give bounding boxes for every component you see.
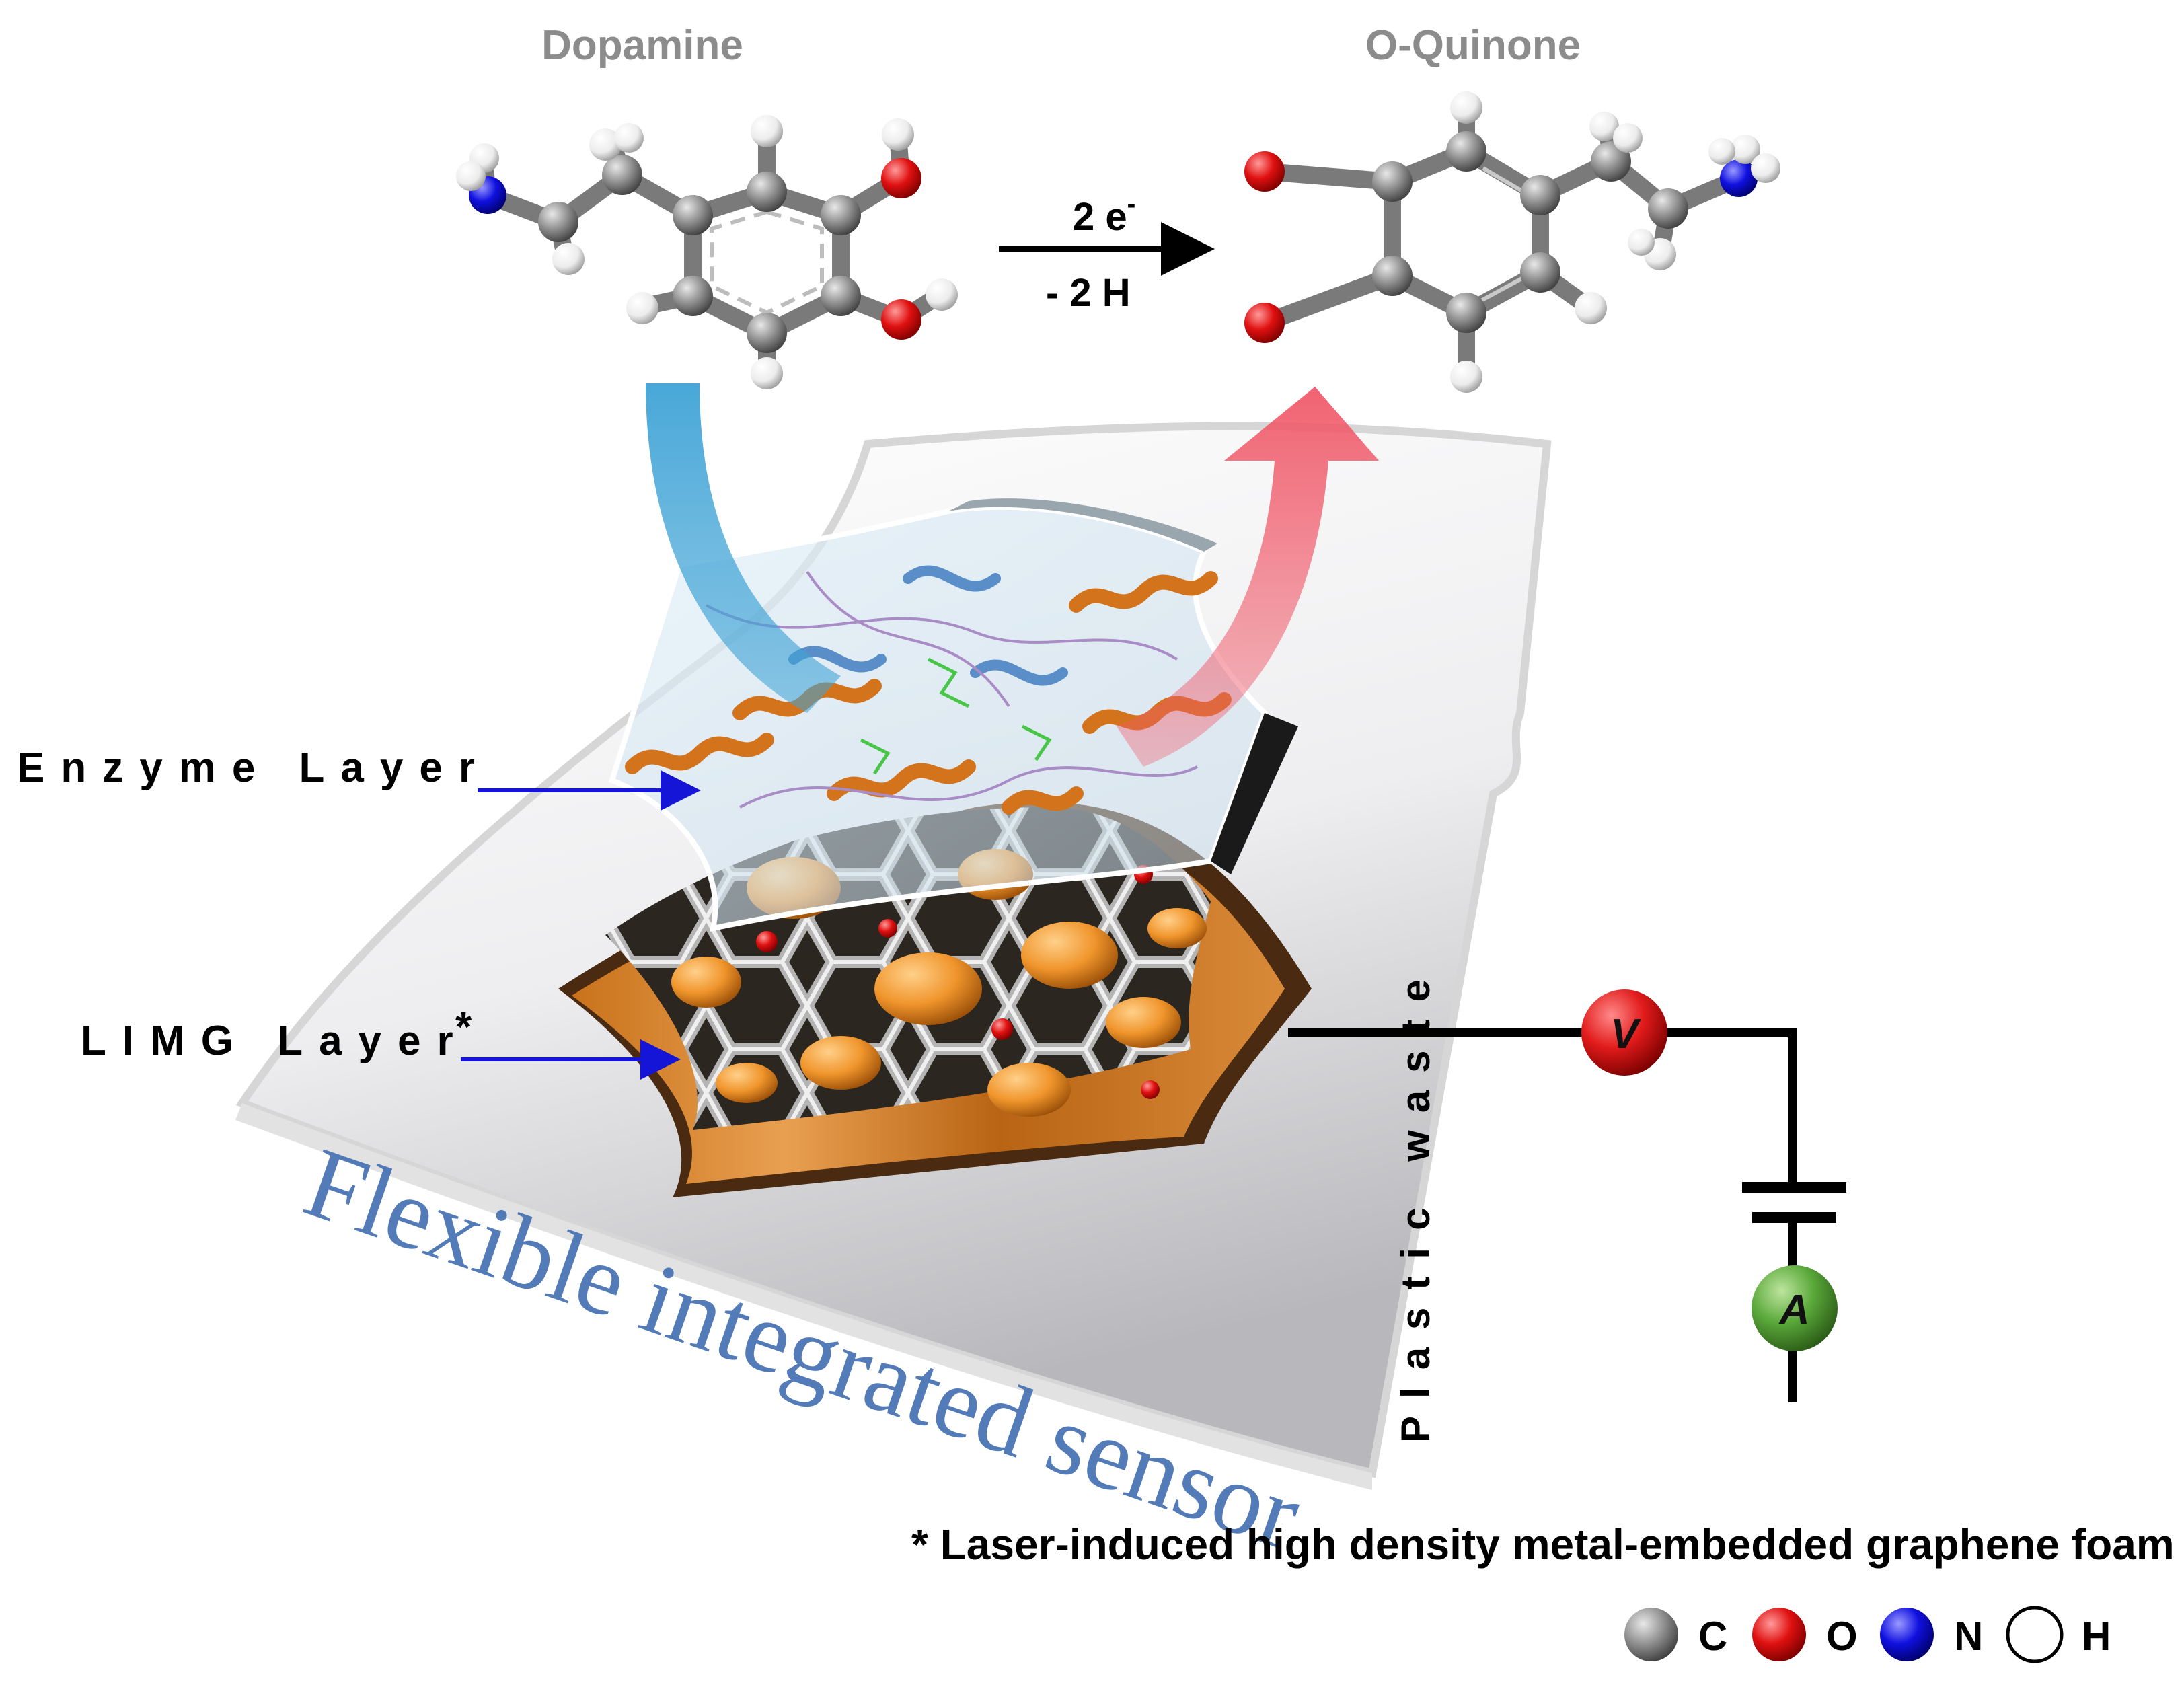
dopamine-molecule [456,115,958,389]
voltmeter-icon [1581,989,1667,1076]
ammeter-icon [1752,1265,1838,1351]
carbon-swatch-icon [1624,1608,1678,1661]
footnote: * Laser-induced high density metal-embed… [911,1520,2175,1569]
quinone-release-arrow [1117,387,1379,767]
dopamine-uptake-arrow [646,383,841,713]
substrate-label: Plastic waste [1393,962,1438,1443]
legend-label-c: C [1698,1614,1727,1659]
hydrogen-swatch-icon [2006,1606,2064,1663]
enzyme-layer-label: Enzyme Layer [17,745,491,791]
o-quinone-molecule [1244,91,1780,393]
measurement-circuit [1288,1028,1846,1402]
limg-layer-label: LIMG Layer [81,1018,469,1064]
dopamine-title: Dopamine [541,22,743,69]
limg-footnote-mark: * [455,1004,472,1051]
proton-loss: - 2 H [1046,271,1131,315]
oxygen-swatch-icon [1752,1608,1806,1661]
legend-label-h: H [2082,1614,2111,1659]
voltmeter-label: V [1610,1011,1641,1057]
electron-count: 2 e- [1073,190,1135,239]
legend-label-n: N [1954,1614,1983,1659]
atom-legend: C O N H [1624,1606,2111,1663]
nitrogen-swatch-icon [1880,1608,1934,1661]
legend-label-o: O [1826,1614,1858,1659]
enzyme-layer [609,498,1298,932]
o-quinone-title: O-Quinone [1365,22,1581,69]
ammeter-label: A [1778,1287,1810,1333]
